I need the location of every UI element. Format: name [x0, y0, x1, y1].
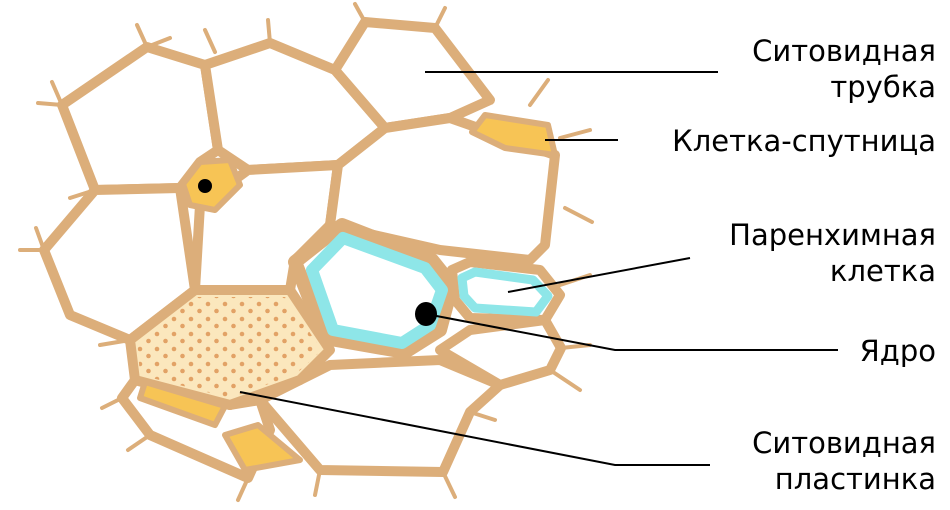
label-nucleus: Ядро: [860, 334, 936, 368]
label-companion-cell: Клетка-спутница: [672, 124, 936, 158]
label-parenchyma-line2: клетка: [830, 254, 936, 288]
label-sieve-tube-line2: трубка: [830, 70, 936, 104]
label-parenchyma-line1: Паренхимная: [729, 218, 936, 252]
label-sieve-tube-line1: Ситовидная: [752, 34, 936, 68]
nucleus-companion: [198, 179, 212, 193]
label-sieve-plate-line2: пластинка: [775, 462, 936, 496]
label-sieve-plate-line1: Ситовидная: [752, 426, 936, 460]
